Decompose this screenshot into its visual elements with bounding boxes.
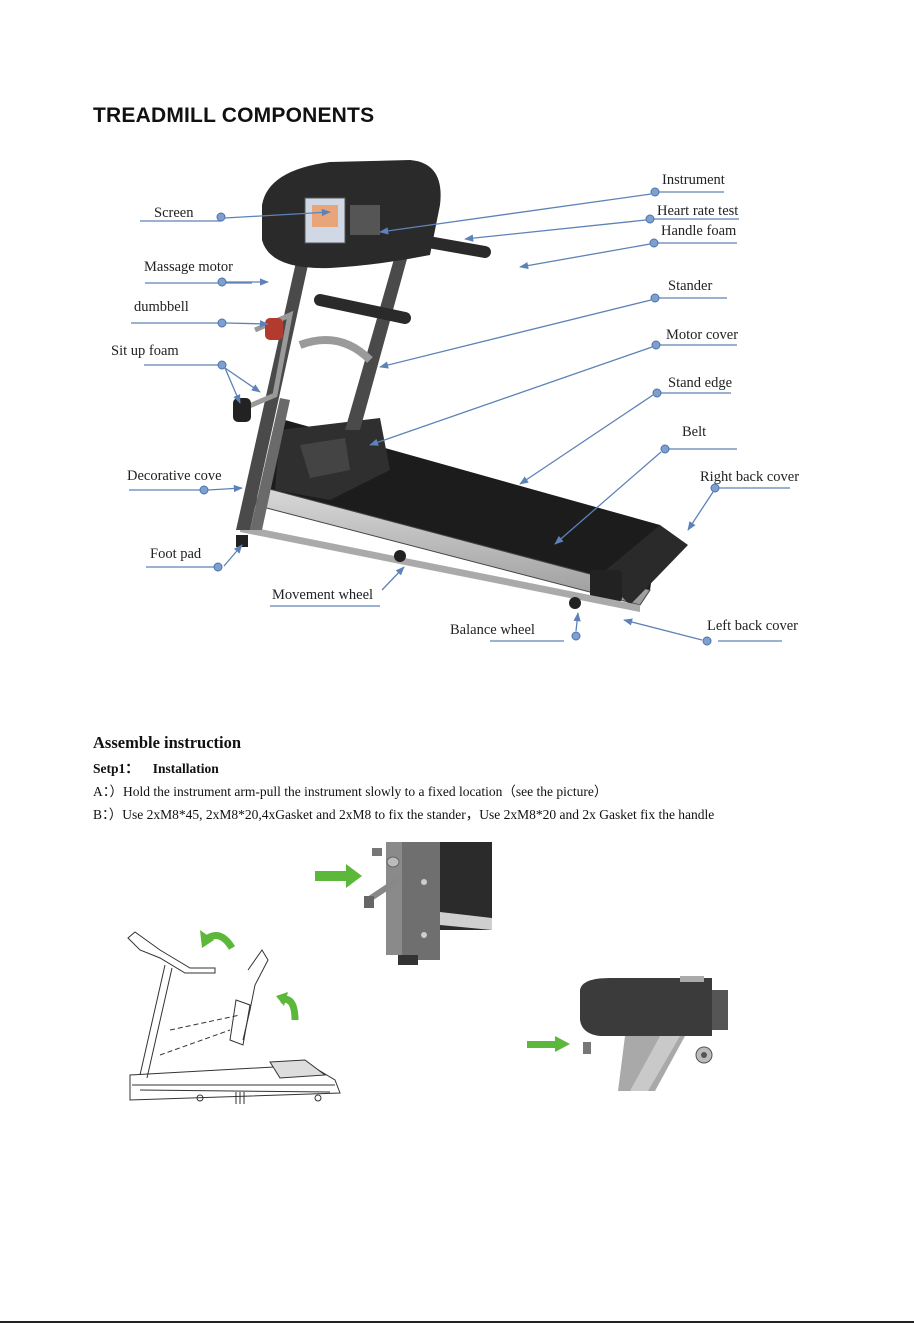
callout-stand-edge: Stand edge bbox=[519, 375, 732, 485]
callout-heart-rate-test: Heart rate test bbox=[464, 203, 739, 242]
label-right-back-cover: Right back cover bbox=[700, 469, 799, 485]
callout-sit-up-foam: Sit up foam bbox=[111, 343, 261, 404]
callout-belt: Belt bbox=[554, 424, 737, 545]
treadmill-illustration bbox=[233, 160, 688, 612]
green-arrow-curved-1 bbox=[200, 930, 236, 950]
callout-motor-cover: Motor cover bbox=[369, 327, 738, 446]
callout-movement-wheel: Movement wheel bbox=[270, 566, 405, 607]
label-handle-foam: Handle foam bbox=[661, 223, 737, 239]
assembly-figure-fold bbox=[127, 931, 341, 1104]
label-sit-up-foam: Sit up foam bbox=[111, 343, 179, 359]
callout-stander: Stander bbox=[379, 278, 727, 369]
label-belt: Belt bbox=[682, 424, 706, 440]
callout-screen: Screen bbox=[140, 205, 331, 222]
label-screen: Screen bbox=[154, 205, 194, 221]
green-arrow-curved-2 bbox=[276, 992, 299, 1021]
callout-left-back-cover: Left back cover bbox=[623, 618, 798, 646]
label-decorative-cove: Decorative cove bbox=[127, 468, 222, 484]
label-stander: Stander bbox=[668, 278, 712, 294]
label-stand-edge: Stand edge bbox=[668, 375, 732, 391]
label-movement-wheel: Movement wheel bbox=[272, 587, 373, 603]
green-arrow-right-2 bbox=[527, 1036, 570, 1052]
label-left-back-cover: Left back cover bbox=[707, 618, 798, 634]
label-balance-wheel: Balance wheel bbox=[450, 622, 535, 638]
callout-foot-pad: Foot pad bbox=[146, 544, 243, 572]
instruction-line-b: B：）Use 2xM8*45, 2xM8*20,4xGasket and 2xM… bbox=[93, 807, 715, 822]
callout-instrument: Instrument bbox=[379, 172, 725, 235]
step-label: Setp1： bbox=[93, 761, 139, 776]
label-dumbbell: dumbbell bbox=[134, 299, 189, 315]
step-title: Installation bbox=[152, 761, 219, 776]
label-heart-rate-test: Heart rate test bbox=[657, 203, 738, 219]
callout-dumbbell: dumbbell bbox=[131, 299, 269, 328]
assembly-figure-stander-bolts bbox=[364, 842, 492, 970]
instruction-line-a: A：）Hold the instrument arm-pull the inst… bbox=[93, 784, 608, 799]
callout-handle-foam: Handle foam bbox=[519, 223, 737, 270]
assemble-instruction-heading: Assemble instruction bbox=[93, 733, 242, 752]
green-arrow-right-1 bbox=[315, 864, 362, 888]
step-heading: Setp1： Installation bbox=[93, 757, 219, 777]
page-bottom-rule bbox=[0, 1321, 914, 1323]
callout-right-back-cover: Right back cover bbox=[687, 469, 799, 531]
callout-balance-wheel: Balance wheel bbox=[450, 612, 581, 642]
label-instrument: Instrument bbox=[662, 172, 725, 188]
label-foot-pad: Foot pad bbox=[150, 546, 202, 562]
callout-massage-motor: Massage motor bbox=[144, 259, 269, 287]
label-massage-motor: Massage motor bbox=[144, 259, 233, 275]
label-motor-cover: Motor cover bbox=[666, 327, 738, 343]
page-title: TREADMILL COMPONENTS bbox=[93, 104, 375, 127]
assembly-figure-handle bbox=[580, 976, 728, 1091]
callout-decorative-cove: Decorative cove bbox=[127, 468, 243, 495]
